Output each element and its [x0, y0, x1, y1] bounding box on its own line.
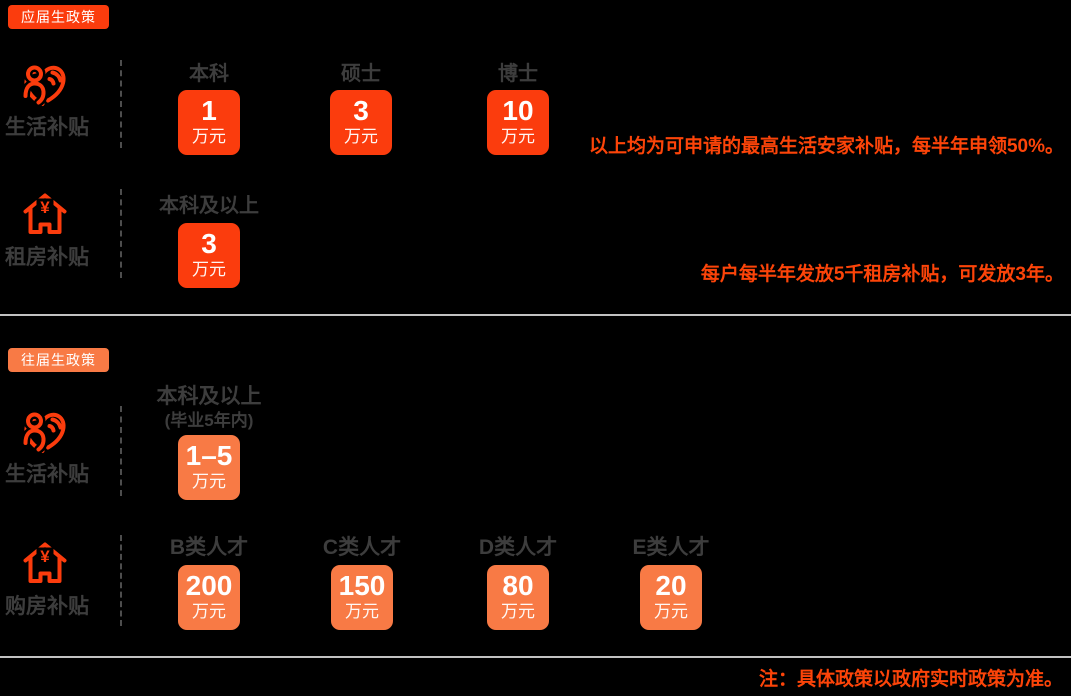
- tile-value: 10: [502, 95, 534, 126]
- tile-value: 3: [201, 228, 217, 259]
- column-label-d-talent: D类人才: [478, 536, 558, 559]
- value-tile-e-talent: 20 万元: [640, 565, 702, 630]
- house-yuan-icon: ¥: [21, 539, 69, 587]
- column-label-bachelor-above: 本科及以上: [159, 195, 259, 217]
- tile-unit: 万元: [192, 127, 226, 147]
- tile-value: 150: [338, 570, 386, 601]
- people-heart-icon: [21, 61, 69, 109]
- svg-text:¥: ¥: [40, 547, 50, 566]
- tile-value: 80: [502, 570, 534, 601]
- rent-subsidy-label: 租房补贴: [5, 246, 89, 269]
- dashed-divider: [120, 535, 122, 626]
- value-tile-living-previous: 1–5 万元: [178, 435, 240, 500]
- living-subsidy-note: 以上均为可申请的最高生活安家补贴，每半年申领50%。: [588, 136, 1064, 157]
- column-label-bachelor-above: 本科及以上: [156, 385, 262, 408]
- svg-text:¥: ¥: [40, 198, 50, 217]
- value-tile-bachelor: 1 万元: [178, 90, 240, 155]
- people-heart-icon: [21, 408, 69, 456]
- living-subsidy-label: 生活补贴: [5, 463, 89, 486]
- rent-subsidy-note: 每户每半年发放5千租房补贴，可发放3年。: [700, 264, 1064, 285]
- dashed-divider: [120, 60, 122, 148]
- column-sublabel-within-5-years: (毕业5年内): [164, 411, 254, 430]
- dashed-divider: [120, 406, 122, 496]
- section-divider: [0, 314, 1071, 316]
- dashed-divider: [120, 189, 122, 278]
- column-label-doctor: 博士: [498, 63, 538, 85]
- tile-value: 20: [655, 570, 687, 601]
- tile-unit: 万元: [192, 260, 226, 280]
- tile-unit: 万元: [501, 127, 535, 147]
- tile-unit: 万元: [654, 602, 688, 622]
- purchase-subsidy-label: 购房补贴: [5, 595, 89, 618]
- tile-unit: 万元: [501, 602, 535, 622]
- tile-value: 200: [185, 570, 233, 601]
- previous-policy-badge: 往届生政策: [8, 348, 109, 372]
- living-subsidy-label: 生活补贴: [5, 116, 89, 139]
- value-tile-rent: 3 万元: [178, 223, 240, 288]
- tile-value: 1–5: [185, 440, 233, 471]
- footer-divider: [0, 656, 1071, 658]
- column-label-b-talent: B类人才: [169, 536, 249, 559]
- footer-note: 注：具体政策以政府实时政策为准。: [758, 669, 1063, 690]
- tile-unit: 万元: [344, 127, 378, 147]
- house-yuan-icon: ¥: [21, 190, 69, 238]
- tile-value: 1: [201, 95, 217, 126]
- value-tile-b-talent: 200 万元: [178, 565, 240, 630]
- value-tile-doctor: 10 万元: [487, 90, 549, 155]
- tile-value: 3: [353, 95, 369, 126]
- tile-unit: 万元: [192, 472, 226, 492]
- column-label-bachelor: 本科: [189, 63, 229, 85]
- column-label-master: 硕士: [341, 63, 381, 85]
- value-tile-master: 3 万元: [330, 90, 392, 155]
- column-label-c-talent: C类人才: [322, 536, 402, 559]
- fresh-policy-badge: 应届生政策: [8, 5, 109, 29]
- column-label-e-talent: E类人才: [632, 536, 710, 559]
- value-tile-c-talent: 150 万元: [331, 565, 393, 630]
- tile-unit: 万元: [345, 602, 379, 622]
- value-tile-d-talent: 80 万元: [487, 565, 549, 630]
- tile-unit: 万元: [192, 602, 226, 622]
